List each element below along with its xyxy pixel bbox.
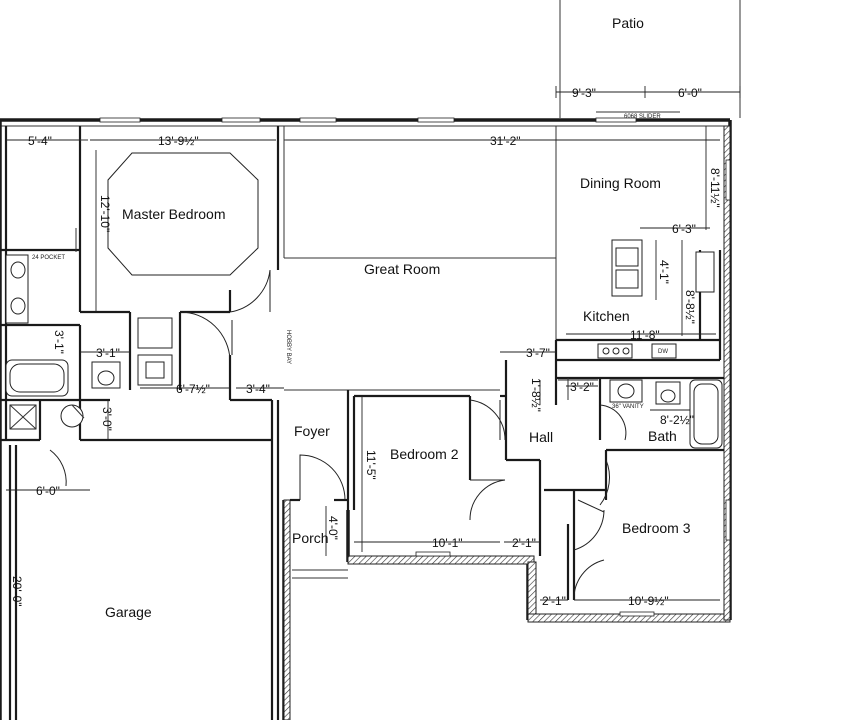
dim-bed2-stub: 2'-1" xyxy=(512,536,536,550)
dim-linen-w: 3'-2" xyxy=(570,380,594,394)
dim-master-width: 13'-9½" xyxy=(158,134,199,148)
bed3-wall-hatch xyxy=(527,561,537,621)
dim-garage-depth: 20'-0" xyxy=(10,576,24,607)
right-wall-hatch xyxy=(723,125,731,621)
dim-hall-stub: 3'-4" xyxy=(246,382,270,396)
label-bath: Bath xyxy=(648,428,677,444)
label-bedroom-3: Bedroom 3 xyxy=(622,520,691,536)
dim-top-left: 5'-4" xyxy=(28,134,52,148)
label-master-bedroom: Master Bedroom xyxy=(122,206,225,222)
dim-patio-left: 9'-3" xyxy=(572,86,596,100)
dim-linen: 1'-8½" xyxy=(529,378,543,412)
dim-great-width: 31'-2" xyxy=(490,134,521,148)
dim-patio-right: 6'-0" xyxy=(678,86,702,100)
dim-hall-closet: 6'-7½" xyxy=(176,382,210,396)
windows xyxy=(99,117,731,617)
dim-closet-width: 3'-1" xyxy=(96,346,120,360)
label-kitchen: Kitchen xyxy=(583,308,630,324)
label-hall: Hall xyxy=(529,429,553,445)
dim-laundry: 3'-0" xyxy=(100,407,114,431)
bed2-wall-hatch xyxy=(347,555,535,565)
note-dw: DW xyxy=(658,349,668,355)
label-foyer: Foyer xyxy=(294,423,330,439)
dim-porch-depth: 4'-0" xyxy=(326,516,340,540)
patio-outline xyxy=(559,0,741,118)
dim-bath-wall: 3'-1" xyxy=(52,330,66,354)
label-great-room: Great Room xyxy=(364,261,440,277)
note-vanity: 36" VANITY xyxy=(612,404,644,410)
label-bedroom-2: Bedroom 2 xyxy=(390,446,459,462)
doors xyxy=(49,269,627,601)
dim-dining-depth: 8'-11½" xyxy=(708,168,722,208)
dim-bed2-width: 10'-1" xyxy=(432,536,463,550)
dim-island: 4'-1" xyxy=(657,260,671,284)
dim-foyer-depth: 11'-5" xyxy=(364,450,378,480)
dim-bath-depth: 8'-2½" xyxy=(660,413,694,427)
dimension-lines xyxy=(6,86,741,601)
note-slider: 6068 SLIDER xyxy=(624,114,661,120)
label-garage: Garage xyxy=(105,604,152,620)
label-patio: Patio xyxy=(612,15,644,31)
label-porch: Porch xyxy=(292,530,329,546)
note-pocket: 24 POCKET xyxy=(32,255,65,261)
room-labels: Patio Master Bedroom Great Room Dining R… xyxy=(105,15,691,620)
label-dining-room: Dining Room xyxy=(580,175,661,191)
fixtures xyxy=(5,111,723,449)
dim-pantry: 3'-7" xyxy=(526,346,550,360)
note-hobby-bay: HOBBY BAY xyxy=(285,330,291,364)
dim-kitchen-width: 11'-8" xyxy=(630,328,660,342)
dim-garage-width: 6'-0" xyxy=(36,484,60,498)
dim-bed3-stub: 2'-1" xyxy=(542,594,566,608)
dim-dining-cab: 6'-3" xyxy=(672,222,696,236)
plan-notes: 6068 SLIDER HOBBY BAY 36" VANITY 24 POCK… xyxy=(32,114,668,410)
dimension-labels: 9'-3" 6'-0" 5'-4" 13'-9½" 31'-2" 12'-10"… xyxy=(10,86,722,608)
dim-master-depth: 12'-10" xyxy=(98,195,112,232)
dim-kitchen-depth: 8'-8½" xyxy=(683,290,697,324)
dim-bed3-width: 10'-9½" xyxy=(628,594,669,608)
porch-wall-hatch xyxy=(283,499,291,720)
